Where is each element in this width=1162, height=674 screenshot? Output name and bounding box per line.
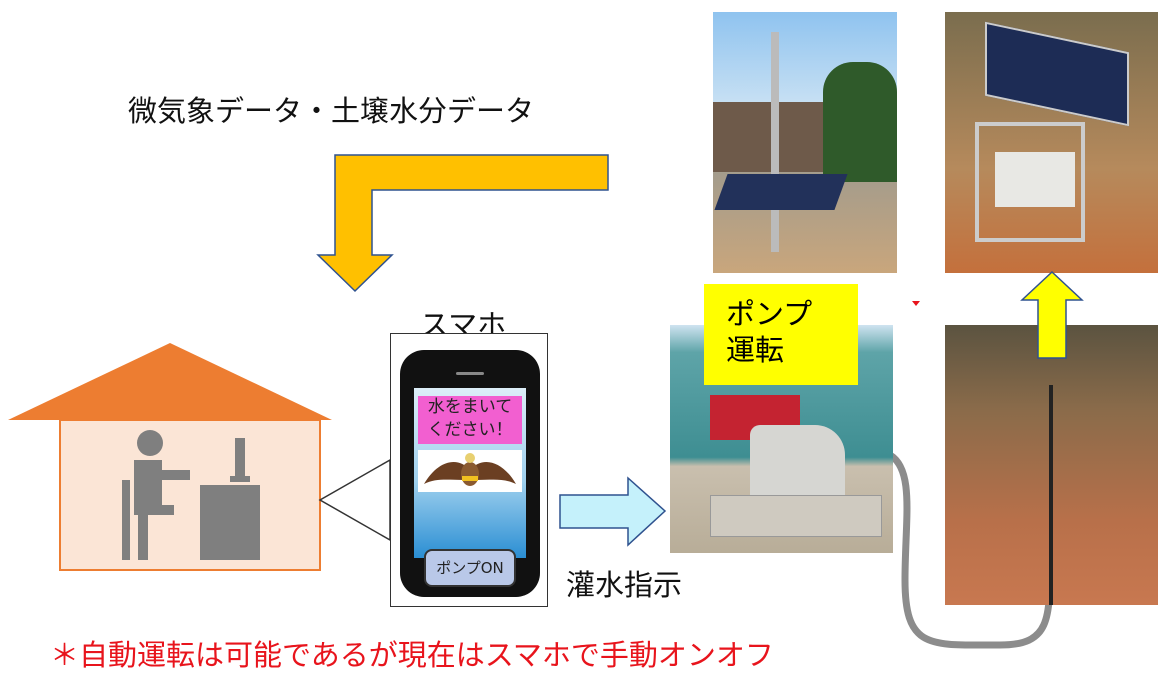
manual-operation-note: ＊自動運転は可能であるが現在はスマホで手動オンオフ <box>50 638 774 672</box>
data-flow-arrow <box>316 154 609 293</box>
house-wall <box>59 419 321 571</box>
speaker-icon <box>456 372 484 375</box>
irrigation-instruction-label: 灌水指示 <box>566 568 683 602</box>
smartphone: 水をまいて ください！ ポンプON <box>400 350 540 597</box>
upload-arrow <box>1020 270 1084 359</box>
weather-station-photo <box>713 12 897 273</box>
pump-label-line1: ポンプ <box>726 297 813 331</box>
solar-sensor-photo <box>945 12 1158 273</box>
data-title: 微気象データ・土壌水分データ <box>128 94 535 128</box>
person-at-computer-icon <box>122 430 260 560</box>
phone-screen: 水をまいて ください！ <box>414 388 526 558</box>
house-roof <box>8 343 332 420</box>
drip-field-photo <box>945 325 1158 605</box>
message-line2: ください！ <box>427 420 513 440</box>
pump-on-button[interactable]: ポンプON <box>424 549 516 587</box>
hose <box>887 452 1054 649</box>
bat-mascot-image <box>418 450 522 492</box>
water-message: 水をまいて ください！ <box>418 396 522 444</box>
message-line1: 水をまいて <box>427 397 513 417</box>
instruction-arrow <box>559 476 667 547</box>
pump-operation-label: ポンプ 運転 <box>704 284 858 385</box>
pump-label-line2: 運転 <box>726 333 785 367</box>
